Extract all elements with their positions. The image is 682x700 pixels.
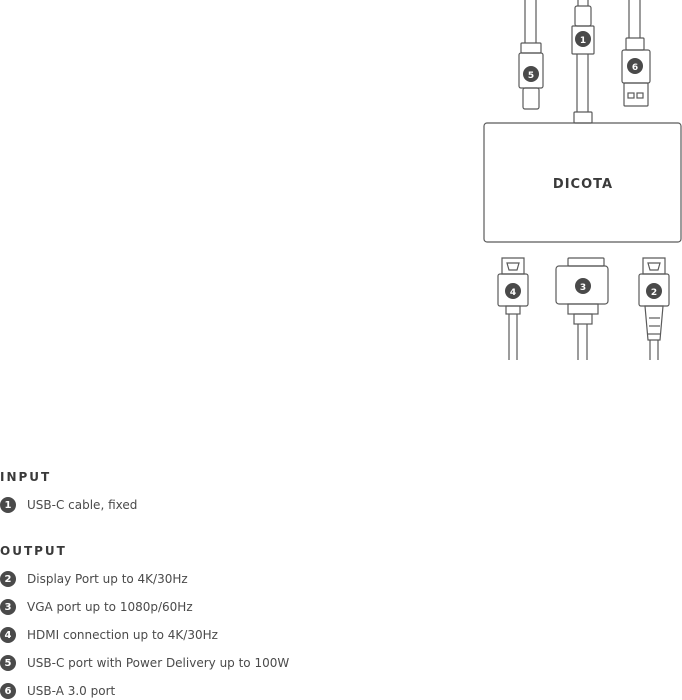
usb-c-pd-connector bbox=[518, 0, 544, 110]
hub-brand-logo: DICOTA bbox=[553, 177, 613, 192]
hdmi-connector bbox=[497, 257, 529, 360]
port-number-badge: 5 bbox=[0, 655, 16, 671]
svg-text:4: 4 bbox=[510, 288, 516, 298]
legend-item-output-5: 5 USB-C port with Power Delivery up to 1… bbox=[0, 654, 289, 672]
badge-bottom-3: 3 bbox=[575, 278, 591, 294]
legend-item-input-1: 1 USB-C cable, fixed bbox=[0, 496, 137, 514]
port-number-badge: 3 bbox=[0, 599, 16, 615]
legend-label: USB-A 3.0 port bbox=[27, 684, 116, 698]
usb-hub-diagram: DICOTA 5 1 6 4 3 2 bbox=[483, 0, 682, 360]
usb-a-connector bbox=[621, 0, 651, 107]
badge-bottom-2: 2 bbox=[646, 283, 662, 299]
legend-item-output-6: 6 USB-A 3.0 port bbox=[0, 682, 115, 700]
svg-text:1: 1 bbox=[580, 36, 586, 46]
port-number-badge: 6 bbox=[0, 683, 16, 699]
legend-label: Display Port up to 4K/30Hz bbox=[27, 572, 188, 586]
output-heading: OUTPUT bbox=[0, 544, 67, 558]
svg-text:3: 3 bbox=[580, 283, 586, 293]
usb-c-input-connector bbox=[571, 0, 595, 124]
svg-text:2: 2 bbox=[651, 288, 657, 298]
input-heading: INPUT bbox=[0, 470, 52, 484]
vga-connector bbox=[555, 257, 609, 360]
legend-item-output-2: 2 Display Port up to 4K/30Hz bbox=[0, 570, 188, 588]
badge-top-1: 1 bbox=[575, 31, 591, 47]
port-number-badge: 1 bbox=[0, 497, 16, 513]
displayport-connector bbox=[638, 257, 670, 360]
legend-label: VGA port up to 1080p/60Hz bbox=[27, 600, 193, 614]
legend-label: HDMI connection up to 4K/30Hz bbox=[27, 628, 218, 642]
svg-text:6: 6 bbox=[632, 63, 638, 73]
badge-top-5: 5 bbox=[523, 66, 539, 82]
svg-text:5: 5 bbox=[528, 71, 534, 81]
port-number-badge: 2 bbox=[0, 571, 16, 587]
legend-item-output-4: 4 HDMI connection up to 4K/30Hz bbox=[0, 626, 218, 644]
legend-item-output-3: 3 VGA port up to 1080p/60Hz bbox=[0, 598, 193, 616]
port-number-badge: 4 bbox=[0, 627, 16, 643]
legend-label: USB-C port with Power Delivery up to 100… bbox=[27, 656, 290, 670]
badge-top-6: 6 bbox=[627, 58, 643, 74]
legend-label: USB-C cable, fixed bbox=[27, 498, 138, 512]
badge-bottom-4: 4 bbox=[505, 283, 521, 299]
